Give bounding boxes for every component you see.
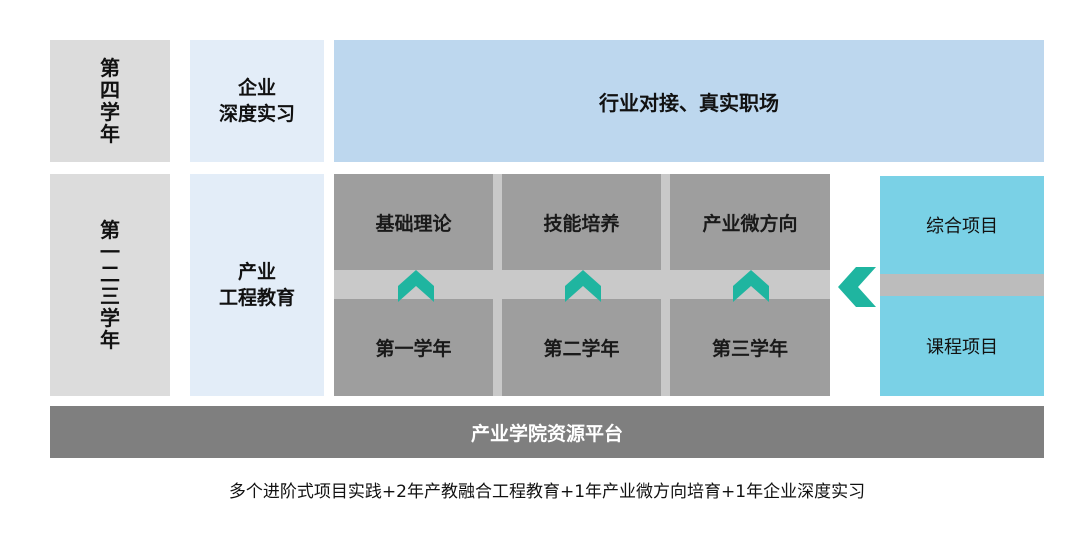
chevron-up-icon <box>733 270 769 302</box>
cell-skill-training: 技能培养 <box>502 174 661 270</box>
year4-label-text: 第四学年 <box>100 56 120 146</box>
chevron-up-icon <box>398 270 434 302</box>
year4-banner: 行业对接、真实职场 <box>334 40 1044 162</box>
resource-platform-bar: 产业学院资源平台 <box>50 406 1044 458</box>
year123-education-label: 产业 工程教育 <box>190 174 324 396</box>
comprehensive-project: 综合项目 <box>880 176 1044 274</box>
year123-label-text: 第一二三学年 <box>100 218 120 352</box>
cell-industry-micro-direction: 产业微方向 <box>670 174 830 270</box>
cell-label: 第一学年 <box>375 338 452 360</box>
cell-second-year: 第二学年 <box>502 299 661 396</box>
platform-label: 产业学院资源平台 <box>470 422 623 445</box>
project-connector-band <box>880 274 1044 296</box>
year123-education-line2: 工程教育 <box>218 287 295 309</box>
chevron-left-icon <box>838 267 876 307</box>
cell-first-year: 第一学年 <box>334 299 493 396</box>
year123-label: 第一二三学年 <box>50 174 170 396</box>
year123-education-line1: 产业 <box>237 261 276 283</box>
cell-label: 基础理论 <box>375 212 452 235</box>
cell-foundation-theory: 基础理论 <box>334 174 493 270</box>
year4-banner-text: 行业对接、真实职场 <box>599 90 779 115</box>
year4-education-line1: 企业 <box>237 77 276 99</box>
project-label: 综合项目 <box>926 216 998 237</box>
year4-label: 第四学年 <box>50 40 170 162</box>
year4-education-line2: 深度实习 <box>218 103 295 125</box>
chevron-up-icon <box>565 270 601 302</box>
year4-education-label: 企业 深度实习 <box>190 40 324 162</box>
summary-caption: 多个进阶式项目实践+2年产教融合工程教育+1年产业微方向培育+1年企业深度实习 <box>50 474 1044 504</box>
summary-caption-text: 多个进阶式项目实践+2年产教融合工程教育+1年产业微方向培育+1年企业深度实习 <box>228 481 866 502</box>
cell-third-year: 第三学年 <box>670 299 830 396</box>
cell-label: 第三学年 <box>711 338 788 360</box>
project-label: 课程项目 <box>926 337 998 358</box>
cell-label: 产业微方向 <box>702 212 798 235</box>
cell-label: 第二学年 <box>543 338 620 360</box>
cell-label: 技能培养 <box>543 212 620 235</box>
course-project: 课程项目 <box>880 296 1044 396</box>
